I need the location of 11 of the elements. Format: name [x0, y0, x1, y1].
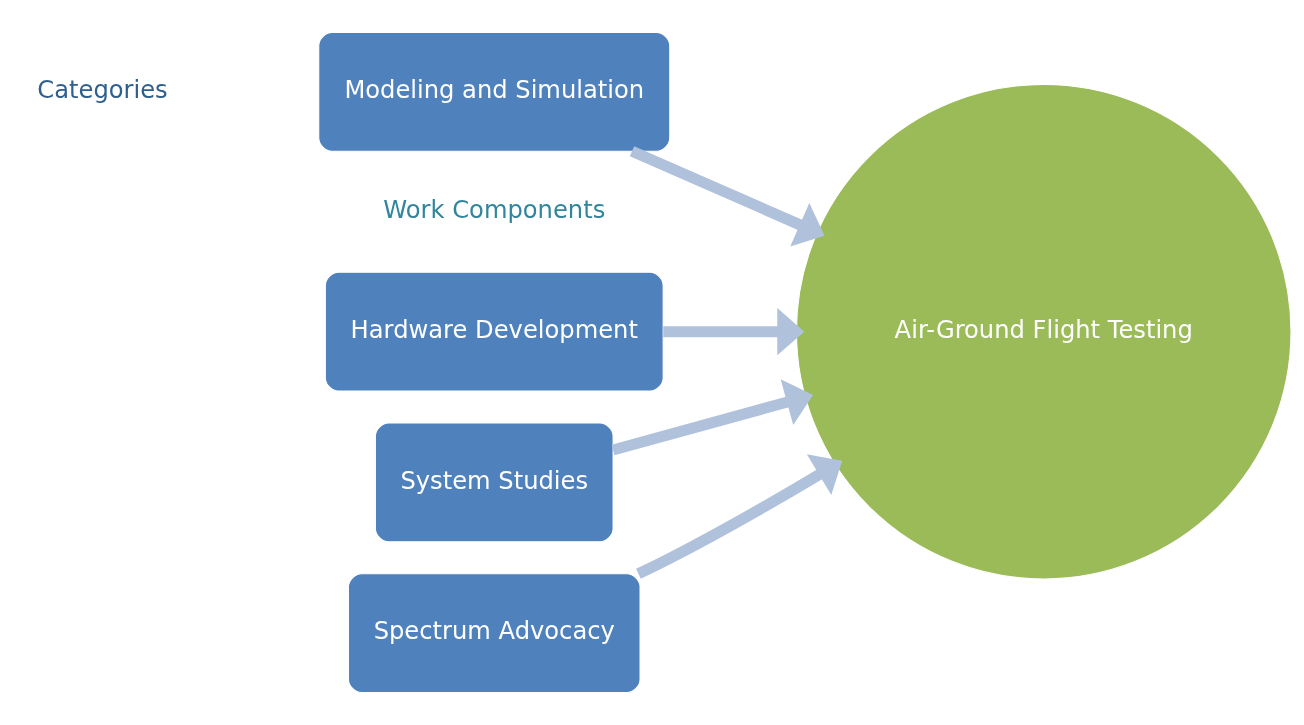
- node-box: System Studies: [374, 422, 614, 543]
- node-circle: Air-Ground Flight Testing: [795, 83, 1292, 580]
- arrow: [636, 454, 843, 579]
- node-box: Spectrum Advocacy: [347, 573, 641, 694]
- node-box: Hardware Development: [324, 271, 664, 392]
- arrow: [611, 379, 814, 456]
- arrow: [629, 146, 825, 247]
- label: Work Components: [383, 195, 606, 224]
- label: Categories: [37, 75, 168, 104]
- arrow: [663, 308, 805, 356]
- node-box: Modeling and Simulation: [318, 31, 671, 152]
